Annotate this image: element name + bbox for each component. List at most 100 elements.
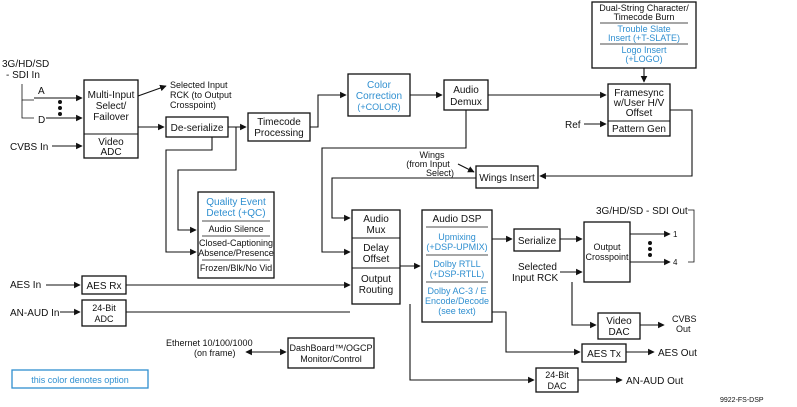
sdi-out-label: 3G/HD/SD - SDI Out [596, 206, 688, 217]
sdi-bracket [21, 84, 34, 101]
input-d-label: D [38, 115, 45, 126]
timecode-block [247, 112, 311, 142]
audio-mux-block [351, 209, 401, 305]
video-dac-block [597, 312, 641, 340]
selected-input-note-2: RCK (to Output [170, 90, 232, 100]
audio-dsp-block [421, 209, 493, 323]
aes-rx-label: AES Rx [86, 281, 121, 292]
deserialize-label: De-serialize [171, 123, 224, 134]
burn-title: Dual-String Character/ [599, 3, 689, 13]
dac-24bit-label-2: DAC [547, 381, 567, 391]
frozen-label: Frozen/Blk/No Vid [200, 263, 272, 273]
dolby-rtll-label-2: (+DSP-RTLL) [430, 269, 485, 279]
pattern-gen-label: Pattern Gen [612, 124, 666, 135]
adc-24bit-label: 24-Bit [92, 303, 116, 313]
deser-to-quality [165, 137, 213, 256]
multi-input-label-3: Failover [93, 112, 129, 123]
timecode-label: Timecode [257, 117, 301, 128]
dolby-ac3-label-3: (see text) [438, 306, 476, 316]
input-dot-3 [58, 112, 62, 116]
wings-to-output [331, 177, 476, 222]
cc-label-2: Absence/Presence [198, 248, 274, 258]
delay-offset-label: Delay [363, 243, 389, 254]
dolby-ac3-label-2: Encode/Decode [425, 296, 489, 306]
figure-id: 9922-FS-DSP [720, 397, 764, 404]
ethernet-label: Ethernet 10/100/1000 [166, 338, 253, 348]
selected-input-note: Selected Input [170, 80, 228, 90]
legend-text: this color denotes option [31, 375, 129, 385]
trouble-slate-label-2: Insert (+T-SLATE) [608, 33, 680, 43]
demux-to-audio-mux [321, 110, 467, 256]
timecode-label-2: Processing [254, 128, 303, 139]
dashboard-label-2: Monitor/Control [300, 354, 362, 364]
delay-offset-label-2: Offset [363, 254, 390, 265]
out-dot-1 [648, 241, 652, 245]
wings-note-arrow [457, 163, 475, 173]
serialize-label: Serialize [518, 236, 557, 247]
framesync-label: Framesync [614, 88, 663, 99]
out-dot-3 [648, 253, 652, 257]
wings-note-3: Select) [426, 168, 454, 178]
wings-note: Wings [419, 150, 445, 160]
input-dot-2 [58, 106, 62, 110]
video-adc-label: Video [98, 137, 124, 148]
upmixing-label-2: (+DSP-UPMIX) [426, 242, 487, 252]
timecode-to-quality [177, 127, 237, 234]
input-a-label: A [38, 86, 45, 97]
dac-24bit-label: 24-Bit [545, 370, 569, 380]
wings-insert-block [475, 165, 539, 189]
audio-mux-label: Audio [363, 214, 389, 225]
cvbs-in-label: CVBS In [10, 142, 48, 153]
audio-demux-label-2: Demux [450, 97, 482, 108]
burn-title-2: Timecode Burn [614, 12, 675, 22]
framesync-to-wings [539, 109, 693, 180]
adc-24bit-block [81, 299, 127, 327]
audio-silence-label: Audio Silence [208, 224, 263, 234]
cvbs-out-label-2: Out [676, 324, 691, 334]
dashboard-label: DashBoard™/OGCP [289, 343, 372, 353]
output-crosspoint-block [583, 221, 631, 283]
color-correction-label-3: (+COLOR) [357, 102, 400, 112]
serialize-block [513, 228, 561, 252]
video-dac-label-2: DAC [608, 327, 629, 338]
out-4-label: 4 [673, 258, 678, 267]
legend-box [11, 369, 149, 389]
wings-note-2: (from Input [406, 159, 450, 169]
aes-out-label: AES Out [658, 348, 697, 359]
selected-rck-label: Selected [518, 262, 557, 273]
quality-block [197, 191, 275, 279]
selected-input-arrow [137, 84, 167, 97]
dashboard-block [287, 337, 375, 369]
sdi-in-label-2: - SDI In [6, 70, 40, 81]
sdi-out-bracket [688, 209, 695, 263]
output-routing-label-2: Routing [359, 285, 393, 296]
logo-insert-label: Logo Insert [621, 45, 667, 55]
upmixing-label: Upmixing [438, 232, 476, 242]
dolby-rtll-label: Dolby RTLL [433, 259, 480, 269]
an-aud-out-label: AN-AUD Out [626, 376, 683, 387]
selected-rck-label-2: Input RCK [512, 273, 558, 284]
sdi-in-label: 3G/HD/SD [2, 59, 49, 70]
selected-input-note-3: Crosspoint) [170, 100, 216, 110]
quality-title-2: Detect (+QC) [206, 208, 265, 219]
framesync-label-2: w/User H/V [613, 98, 665, 109]
multi-input-label: Multi-Input [88, 90, 135, 101]
routing-to-dac [409, 304, 535, 384]
routing-to-aes-tx [492, 311, 581, 356]
audio-demux-block [443, 79, 489, 111]
cc-label: Closed-Captioning [199, 238, 273, 248]
multi-input-label-2: Select/ [96, 101, 127, 112]
trouble-slate-label: Trouble Slate [617, 24, 670, 34]
ref-label: Ref [565, 120, 581, 131]
color-correction-label: Color [367, 80, 392, 91]
aes-tx-block [581, 343, 627, 363]
output-routing-label: Output [361, 274, 391, 285]
color-correction-label-2: Correction [356, 91, 402, 102]
ethernet-label-2: (on frame) [194, 348, 236, 358]
aes-in-label: AES In [10, 280, 41, 291]
dolby-ac3-label: Dolby AC-3 / E [427, 286, 486, 296]
quality-title: Quality Event [206, 197, 266, 208]
burn-block [591, 1, 697, 69]
out-1-label: 1 [673, 230, 678, 239]
